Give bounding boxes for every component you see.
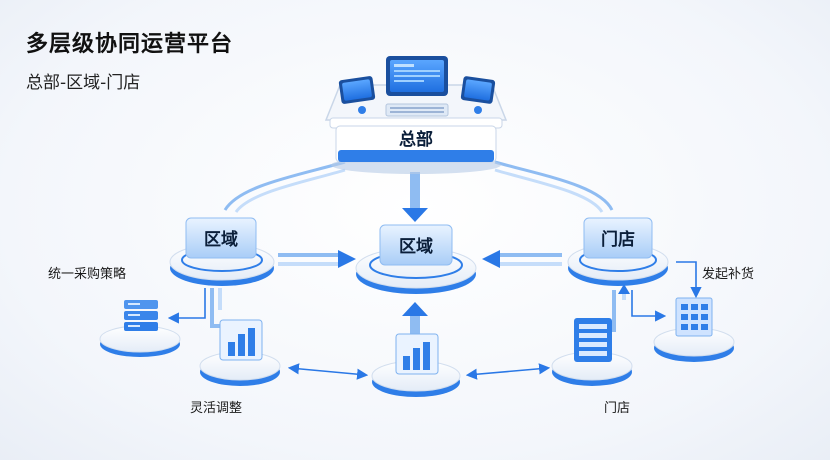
region-left-label: 区域 [204, 229, 238, 250]
annotation-flexible-adjust: 灵活调整 [190, 401, 242, 416]
hq-to-right-store-connector [494, 160, 614, 213]
left-to-center-arrow [278, 250, 356, 268]
right-to-center-arrow [482, 250, 562, 268]
hq-to-left-region-connector [223, 160, 346, 213]
region-node-left: 区域 [169, 217, 275, 286]
bottom-left-double-arrow [287, 363, 369, 380]
hq-main-screen [386, 56, 448, 96]
hq-console: 总部 [324, 56, 508, 174]
hq-keyboard [385, 103, 449, 117]
region-node-center: 区域 [355, 224, 477, 294]
document-list-icon [574, 318, 612, 362]
platform-document [551, 318, 633, 386]
hq-left-screen [338, 76, 376, 104]
building-icon [675, 297, 713, 337]
hq-to-center-region-arrow [402, 172, 428, 222]
platform-building [653, 297, 735, 362]
bar-chart-icon [219, 319, 263, 361]
bottom-right-double-arrow [465, 363, 551, 380]
store-node-right: 门店 [567, 217, 669, 286]
hq-label: 总部 [399, 129, 433, 150]
store-right-label: 门店 [601, 229, 635, 250]
annotation-unified-purchasing: 统一采购策略 [48, 266, 126, 282]
database-icon [124, 300, 158, 331]
hq-right-screen [460, 76, 496, 104]
bar-chart-icon [395, 333, 439, 375]
page-title: 多层级协同运营平台 [26, 32, 234, 57]
region-center-label: 区域 [399, 236, 433, 257]
platform-database [99, 300, 181, 357]
annotation-store: 门店 [604, 401, 630, 416]
platform-bar-chart-center [371, 333, 461, 397]
annotation-replenish: 发起补货 [702, 266, 754, 282]
platform-bar-chart-left [199, 319, 281, 386]
page-subtitle: 总部-区域-门店 [26, 73, 141, 93]
